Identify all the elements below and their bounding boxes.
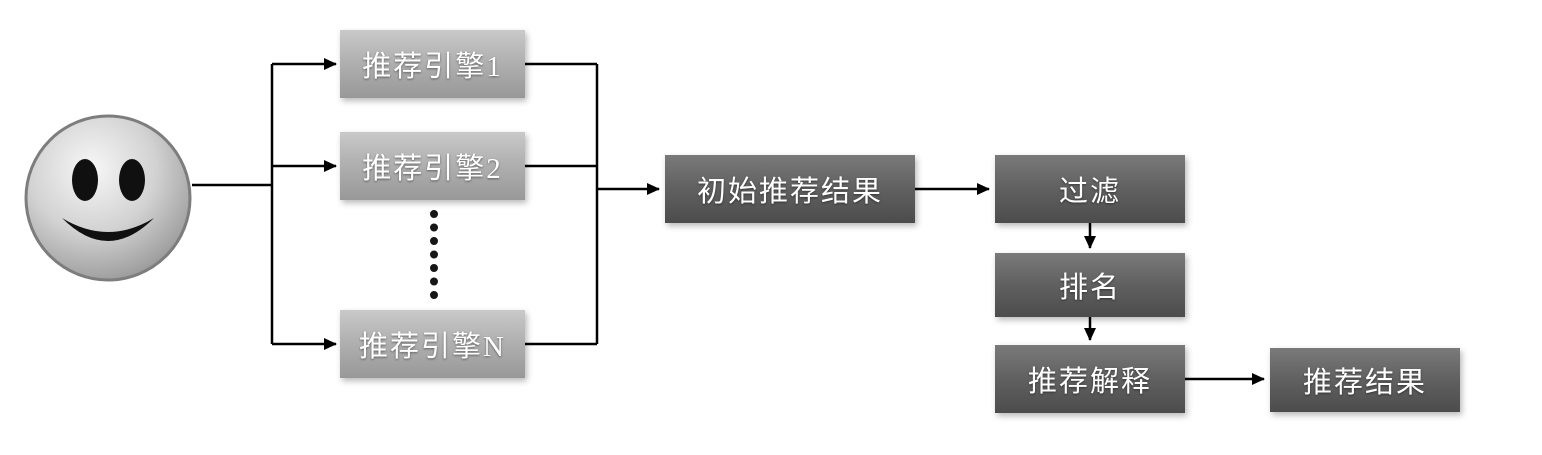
- node-initial-result: 初始推荐结果: [665, 155, 915, 223]
- smiley-left-eye: [72, 159, 98, 201]
- smiley-smile: [62, 218, 154, 241]
- node-ranking: 排名: [995, 253, 1185, 317]
- smiley-face-icon: [24, 114, 192, 282]
- node-engine-2: 推荐引擎2: [340, 132, 525, 200]
- node-engine-1: 推荐引擎1: [340, 30, 525, 98]
- node-explanation: 推荐解释: [995, 345, 1185, 413]
- smiley-right-eye: [119, 159, 145, 201]
- node-engine-n: 推荐引擎N: [340, 310, 525, 378]
- node-final-result: 推荐结果: [1270, 348, 1460, 412]
- smiley-head: [24, 114, 192, 282]
- node-filter: 过滤: [995, 155, 1185, 223]
